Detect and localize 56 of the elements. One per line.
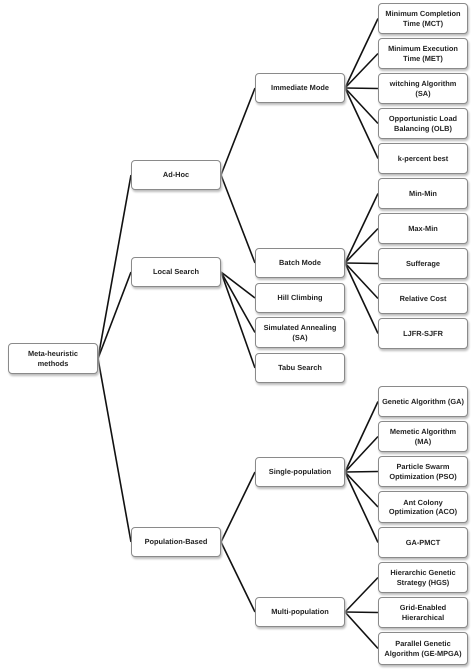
connector-line (344, 471, 379, 508)
category-box (378, 597, 468, 628)
category-box (255, 353, 345, 383)
connector-line (344, 87, 379, 124)
connector-line (220, 271, 256, 299)
category-box (255, 248, 345, 278)
category-box (378, 3, 468, 34)
connector-line (344, 401, 379, 472)
category-box (131, 160, 221, 190)
category-box (255, 73, 345, 103)
category-box (378, 456, 468, 487)
connector-line (344, 87, 378, 90)
connector-line (344, 576, 379, 613)
category-box (8, 343, 98, 374)
connector-line (344, 18, 379, 88)
category-box (255, 457, 345, 487)
connector-line (220, 174, 256, 264)
connector-line (344, 472, 379, 543)
category-box (378, 562, 468, 593)
category-box (378, 213, 468, 244)
category-box (378, 283, 468, 314)
connector-line (344, 52, 379, 89)
connector-line (344, 436, 379, 473)
connector-line (220, 272, 256, 368)
connector-line (344, 470, 378, 473)
category-box (378, 248, 468, 279)
category-box (255, 597, 345, 627)
connector-line (344, 88, 379, 159)
connector-line (97, 358, 132, 542)
category-box (378, 143, 468, 174)
category-box (378, 491, 468, 523)
connector-line (344, 193, 379, 264)
connector-line (97, 272, 132, 359)
category-box (378, 421, 468, 452)
category-box (378, 73, 468, 104)
connector-line (344, 262, 379, 334)
category-box (131, 257, 221, 287)
category-box (378, 108, 468, 139)
connector-line (220, 88, 256, 176)
connector-line (220, 542, 256, 612)
category-box (378, 38, 468, 69)
category-box (378, 386, 468, 417)
connector-line (344, 611, 379, 650)
category-box (378, 632, 468, 665)
connector-line (344, 262, 379, 300)
category-box (378, 318, 468, 349)
category-box (255, 317, 345, 348)
connector-line (344, 611, 378, 614)
connector-line (220, 272, 256, 333)
category-box (378, 178, 468, 209)
category-box (255, 283, 345, 313)
category-box (131, 527, 221, 557)
connector-line (344, 262, 378, 264)
connector-line (344, 228, 379, 264)
category-box (378, 527, 468, 558)
connector-line (220, 472, 256, 542)
